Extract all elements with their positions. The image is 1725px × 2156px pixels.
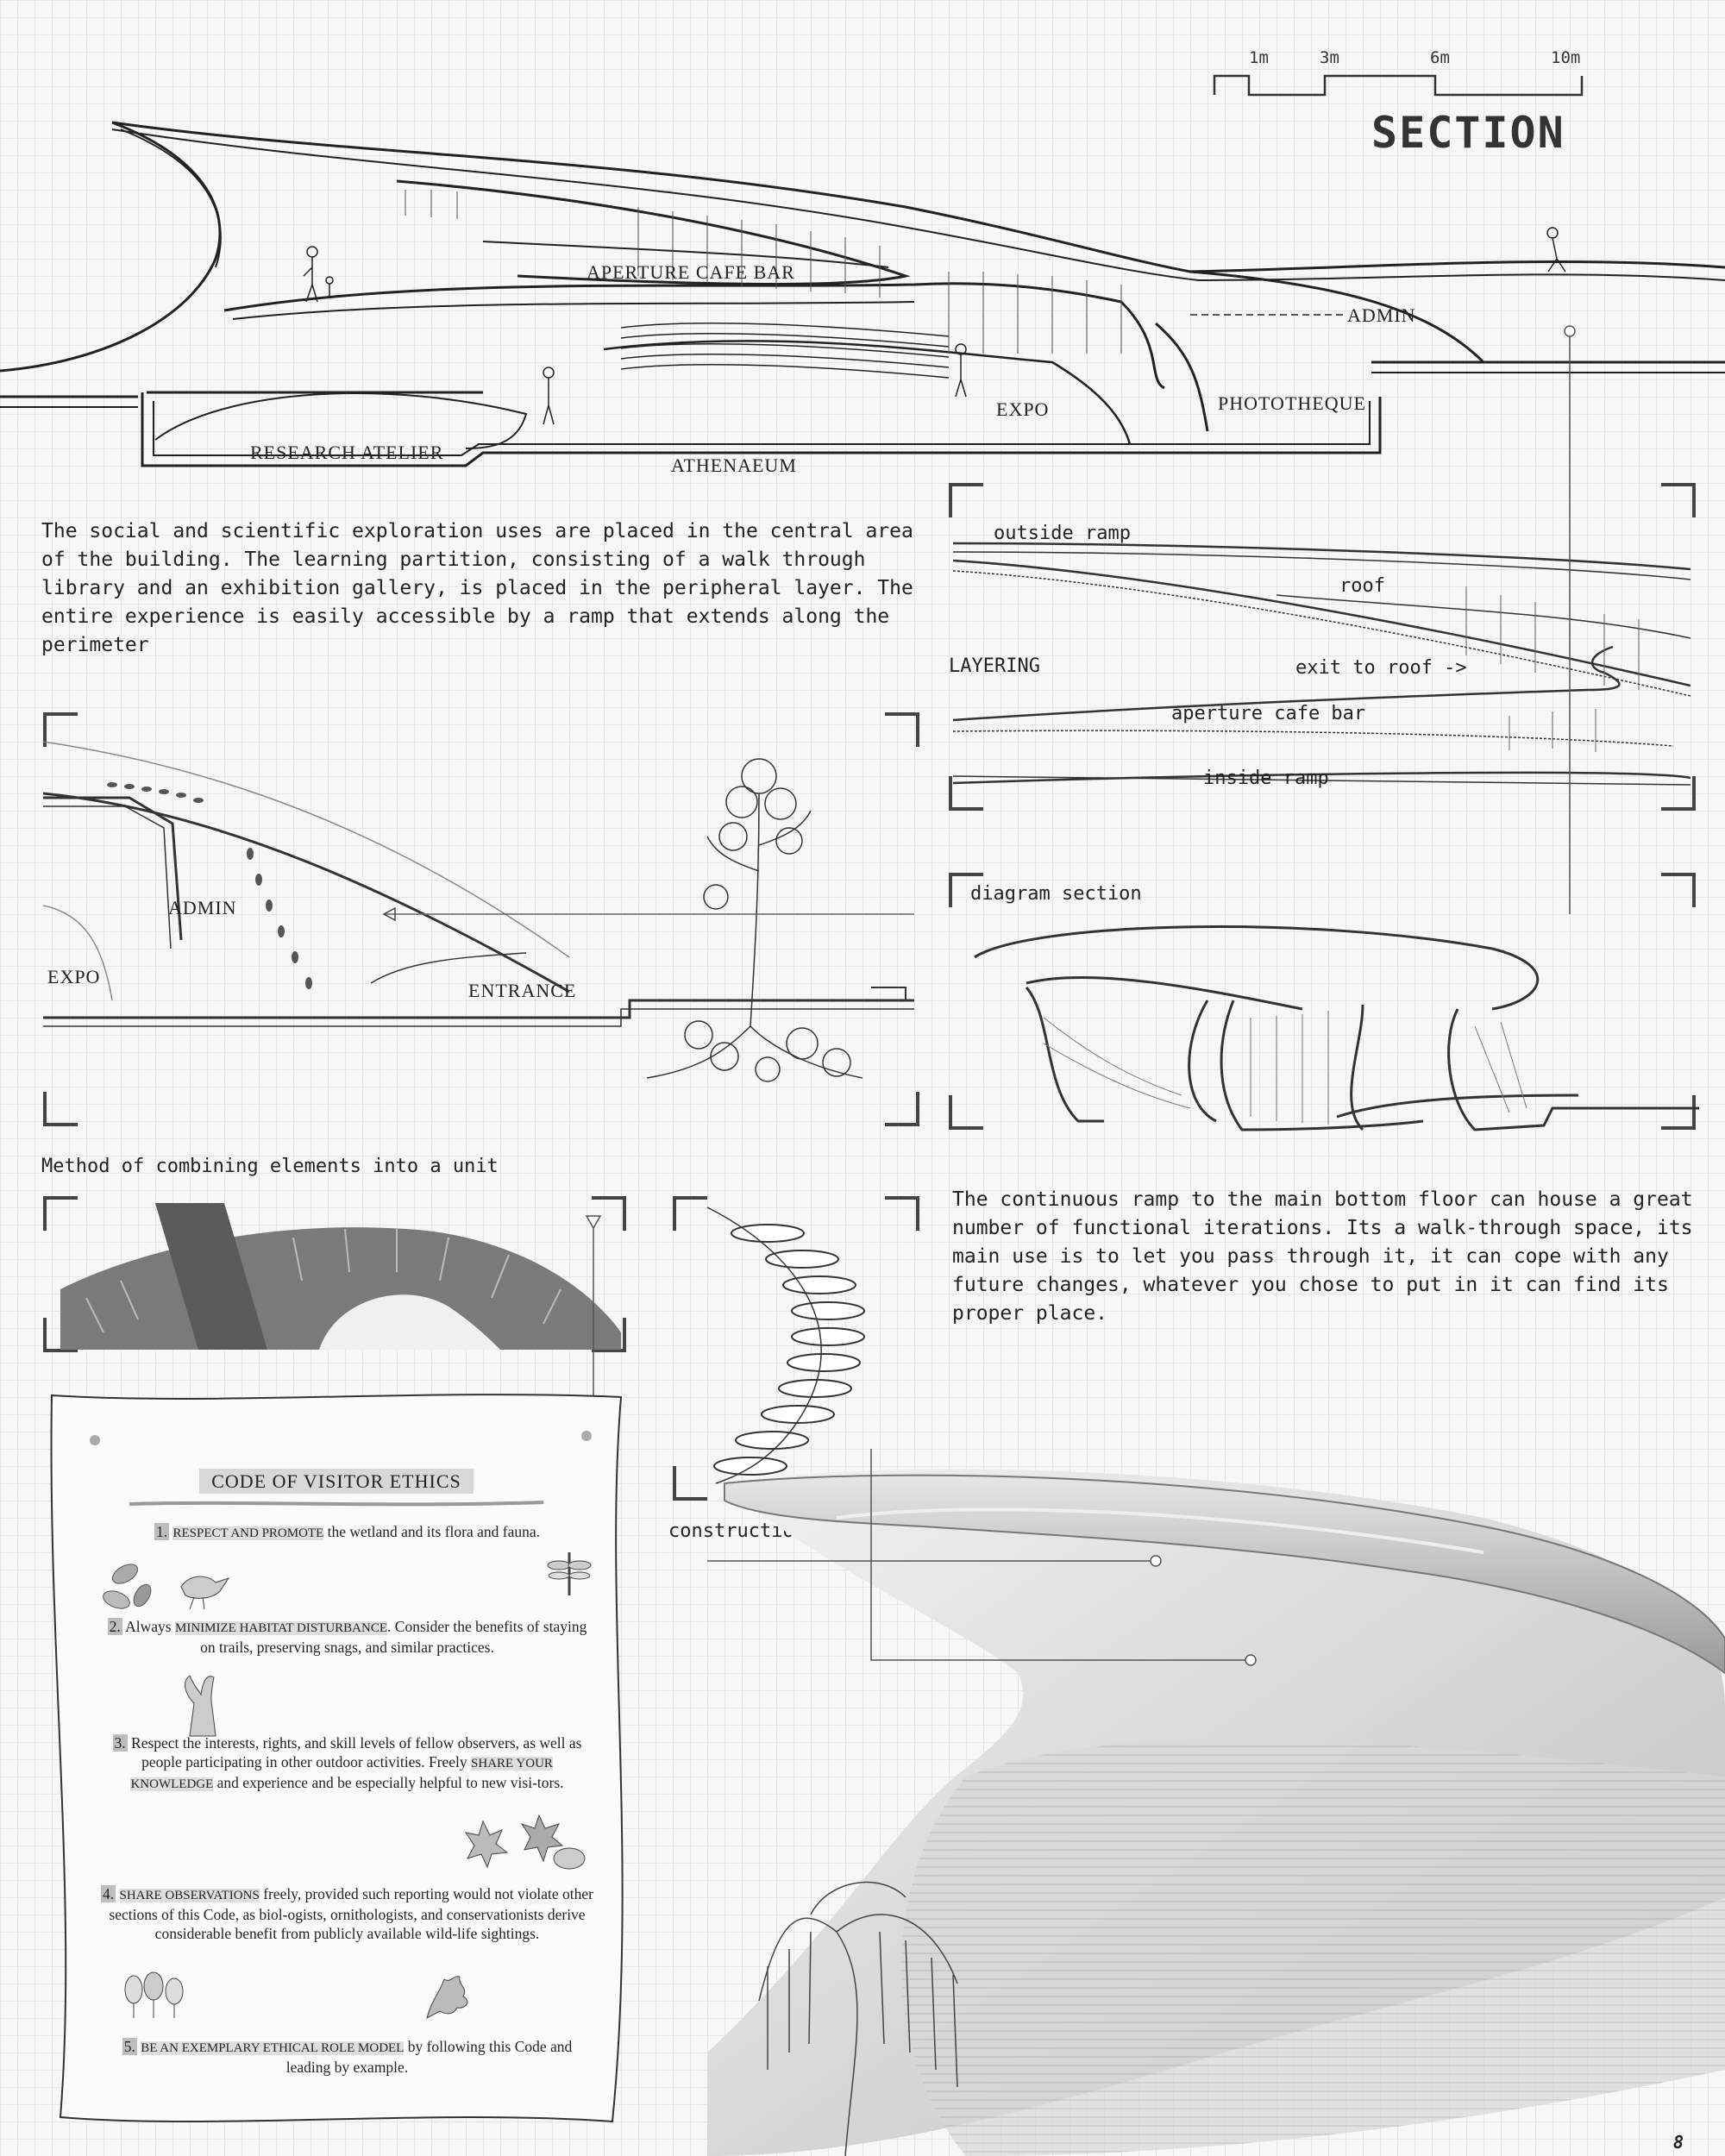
ethic-number: 3. <box>112 1734 128 1752</box>
label-aperture-cafe-bar: APERTURE CAFE BAR <box>586 261 795 283</box>
intro-paragraph: The social and scientific exploration us… <box>41 520 913 656</box>
label-athenaeum: ATHENAEUM <box>671 454 797 476</box>
frame-corner <box>1661 873 1696 907</box>
frame-corner <box>949 873 983 907</box>
scale-tick-1m: 1m <box>1249 48 1269 67</box>
layer-outside-ramp: outside ramp <box>994 523 1131 544</box>
frame-corner <box>885 1092 919 1126</box>
parchment-outline <box>50 1394 624 2123</box>
ethic-text: freely, provided such reporting would no… <box>109 1885 593 1942</box>
ethic-highlight: MINIMIZE HABITAT DISTURBANCE <box>175 1621 388 1635</box>
ethic-text: and experience and be especially helpful… <box>213 1774 564 1791</box>
ethic-number: 4. <box>101 1885 116 1902</box>
ethic-pre: Respect the interests, rights, and skill… <box>131 1734 582 1771</box>
ethic-text: . Consider the benefits of staying on tr… <box>200 1618 587 1656</box>
scale-tick-3m: 3m <box>1320 48 1339 67</box>
ramp-paragraph: The continuous ramp to the main bottom f… <box>952 1188 1693 1325</box>
method-caption: Method of combining elements into a unit <box>41 1156 499 1177</box>
tree-stump-icon <box>185 1675 216 1737</box>
layer-inside-ramp: inside ramp <box>1203 768 1329 789</box>
layer-aperture-cafe-bar: aperture cafe bar <box>1171 703 1366 724</box>
frame-corner <box>592 1318 626 1352</box>
label-research-atelier: RESEARCH ATELIER <box>250 442 444 463</box>
trees-icon <box>124 1971 184 2018</box>
scale-tick-10m: 10m <box>1551 48 1581 67</box>
frame-corner <box>43 1092 78 1126</box>
diagram-section-title: diagram section <box>970 883 1142 905</box>
ethic-item-4: 4. SHARE OBSERVATIONS freely, provided s… <box>99 1884 595 1943</box>
dragonfly-icon <box>547 1552 592 1595</box>
title-underline <box>129 1501 543 1507</box>
frame-corner <box>43 712 78 747</box>
scale-tick-6m: 6m <box>1430 48 1450 67</box>
ethic-highlight: RESPECT AND PROMOTE <box>172 1526 324 1540</box>
callout-leader <box>1564 325 1576 914</box>
frame-corner <box>949 483 983 517</box>
autumn-leaves-icon <box>464 1814 586 1870</box>
frame-corner <box>1661 776 1696 811</box>
construction-drawing <box>706 1206 865 1484</box>
ethic-pre: Always <box>125 1618 175 1635</box>
diagram-section-drawing <box>974 925 1699 1131</box>
frame-corner <box>43 1196 78 1231</box>
label-phototheque: PHOTOTHEQUE <box>1218 392 1366 414</box>
detail-label-admin: ADMIN <box>168 897 237 918</box>
layering-drawing <box>952 542 1690 786</box>
frame-corner <box>43 1318 78 1352</box>
frame-corner <box>1661 483 1696 517</box>
layer-exit-to-roof: exit to roof -> <box>1295 657 1467 679</box>
ethic-highlight: BE AN EXEMPLARY ETHICAL ROLE MODEL <box>141 2041 405 2055</box>
layering-title: LAYERING <box>949 655 1040 677</box>
oak-leaf-icon <box>426 1976 468 2019</box>
scale-bar-graphic <box>1213 74 1584 97</box>
frame-corner <box>592 1196 626 1231</box>
ethics-title: CODE OF VISITOR ETHICS <box>199 1469 474 1494</box>
page-number: 8 <box>1673 2132 1684 2153</box>
ethic-text: the wetland and its flora and fauna. <box>323 1523 540 1540</box>
ethic-number: 2. <box>107 1618 122 1635</box>
label-admin: ADMIN <box>1347 304 1416 326</box>
method-render <box>60 1203 621 1350</box>
detail-label-entrance: ENTRANCE <box>468 980 577 1001</box>
ethic-number: 1. <box>154 1523 170 1540</box>
page-title: SECTION <box>1371 108 1565 158</box>
frame-corner <box>1661 1095 1696 1130</box>
frame-corner <box>885 712 919 747</box>
building-render <box>707 1449 1725 2156</box>
frame-corner <box>673 1196 707 1231</box>
frame-corner <box>949 1095 983 1130</box>
ethic-highlight: SHARE OBSERVATIONS <box>119 1889 260 1902</box>
building-section-drawing <box>0 121 1725 467</box>
frame-corner <box>949 776 983 811</box>
frame-corner <box>885 1196 919 1231</box>
ethic-item-1: 1. RESPECT AND PROMOTE the wetland and i… <box>99 1522 595 1543</box>
leaves-bird-icon <box>103 1564 230 1610</box>
ethics-title-wrap: CODE OF VISITOR ETHICS <box>43 1469 630 1494</box>
ethic-item-5: 5. BE AN EXEMPLARY ETHICAL ROLE MODEL by… <box>99 2037 595 2077</box>
label-expo: EXPO <box>996 398 1050 420</box>
layer-roof: roof <box>1339 575 1385 597</box>
detail-label-expo: EXPO <box>47 966 101 987</box>
ethic-item-3: 3. Respect the interests, rights, and sk… <box>99 1733 595 1794</box>
ethic-text: by following this Code and leading by ex… <box>285 2038 573 2076</box>
ethic-item-2: 2. Always MINIMIZE HABITAT DISTURBANCE. … <box>99 1617 595 1657</box>
frame-corner <box>673 1466 707 1501</box>
ethic-number: 5. <box>122 2038 137 2055</box>
entrance-drawing <box>43 742 914 1082</box>
